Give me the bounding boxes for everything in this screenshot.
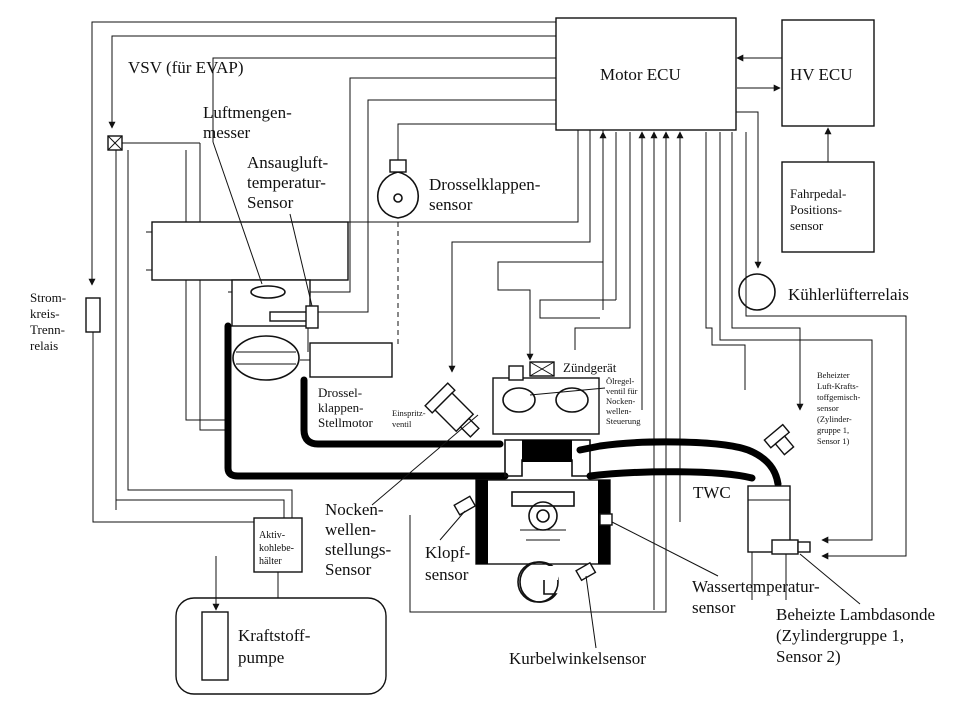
kuehlerluefterrelais-circle [738, 273, 776, 311]
twc-label: TWC [693, 483, 731, 502]
stromkreis-relay [85, 297, 101, 333]
lambdasonde [771, 539, 799, 555]
nockenwellen-label: Nocken- wellen- stellungs- Sensor [325, 500, 395, 579]
cylinder-head [492, 377, 600, 435]
aktivkohle-label: Aktiv- kohlebe- hälter [259, 530, 297, 567]
stromkreis-label: Strom- kreis- Trenn- relais [30, 290, 69, 353]
kraftstoffpumpe-box [201, 611, 229, 681]
throttle-valve [232, 335, 300, 381]
ansaugluft-label: Ansaugluft- temperatur- Sensor [247, 153, 332, 212]
luftmengenmesser-element [250, 285, 286, 299]
luftmengenmesser-label: Luftmengen- messer [203, 103, 296, 142]
drossel-stellmotor-label: Drossel- klappen- Stellmotor [318, 385, 374, 430]
air-filter-box [151, 221, 349, 281]
kurbelwinkel-label: Kurbelwinkelsensor [509, 649, 646, 668]
drossel-stellmotor [309, 342, 393, 378]
wassertemp-sensor [599, 513, 613, 526]
lambdasonde-label: Beheizte Lambdasonde (Zylindergruppe 1, … [776, 605, 939, 666]
drosselklappensensor-label: Drosselklappen- sensor [429, 175, 545, 214]
kurbelwinkel-sensor [575, 561, 597, 582]
hv-ecu-label: HV ECU [790, 65, 853, 84]
wassertemp-label: Wassertemperatur- sensor [692, 577, 824, 617]
motor-ecu-box [555, 17, 737, 131]
klopfsensor-label: Klopf- sensor [425, 543, 475, 584]
fahrpedal-box [781, 161, 875, 253]
oelregel-label: Ölregel- ventil für Nocken- wellen- Steu… [606, 376, 641, 426]
luft-kraft-sensor-label: Beheizter Luft-Krafts- toffgemisch- sens… [817, 370, 862, 446]
klopfsensor [453, 495, 477, 516]
kuehlerluefterrelais-label: Kühlerlüfterrelais [788, 285, 909, 304]
einspritzventil [424, 382, 480, 438]
fahrpedal-label: Fahrpedal- Positions- sensor [790, 186, 850, 233]
motor-ecu-label: Motor ECU [600, 65, 681, 84]
einspritzventil-label: Einspritz- ventil [392, 408, 428, 429]
hv-ecu-box [781, 19, 875, 127]
ansaugluft-sensor [305, 305, 319, 329]
zuendgeraet-label: Zündgerät [563, 360, 617, 375]
vsv-label: VSV (für EVAP) [128, 58, 244, 77]
luft-kraft-sensor [763, 423, 795, 456]
drosselklappensensor-body [376, 171, 420, 219]
kraftstoffpumpe-label: Kraftstoff- pumpe [238, 626, 315, 667]
